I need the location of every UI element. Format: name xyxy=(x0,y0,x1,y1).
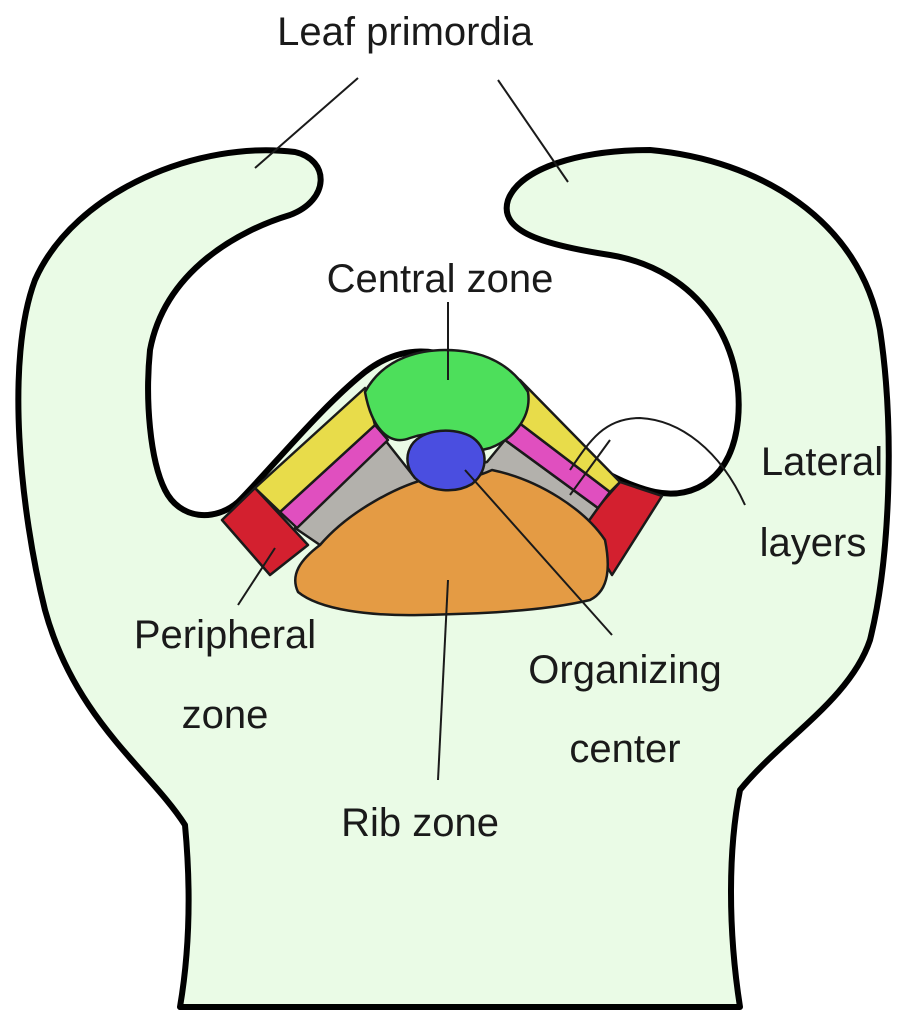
organizing-center-label-line1: Organizing xyxy=(528,648,721,692)
peripheral-zone-label-line2: zone xyxy=(182,693,269,737)
leaf-primordia-label: Leaf primordia xyxy=(277,10,533,54)
peripheral-zone-label-line1: Peripheral xyxy=(134,613,316,657)
lateral-layers-label-line1: Lateral xyxy=(761,440,883,484)
rib-zone-label: Rib zone xyxy=(341,801,499,845)
central-zone-label: Central zone xyxy=(327,257,554,301)
leaf-primordia-leader-right xyxy=(498,80,568,182)
lateral-layers-label-line2: layers xyxy=(760,521,867,565)
organizing-center-label-line2: center xyxy=(569,727,680,771)
organizing-center xyxy=(407,431,484,491)
